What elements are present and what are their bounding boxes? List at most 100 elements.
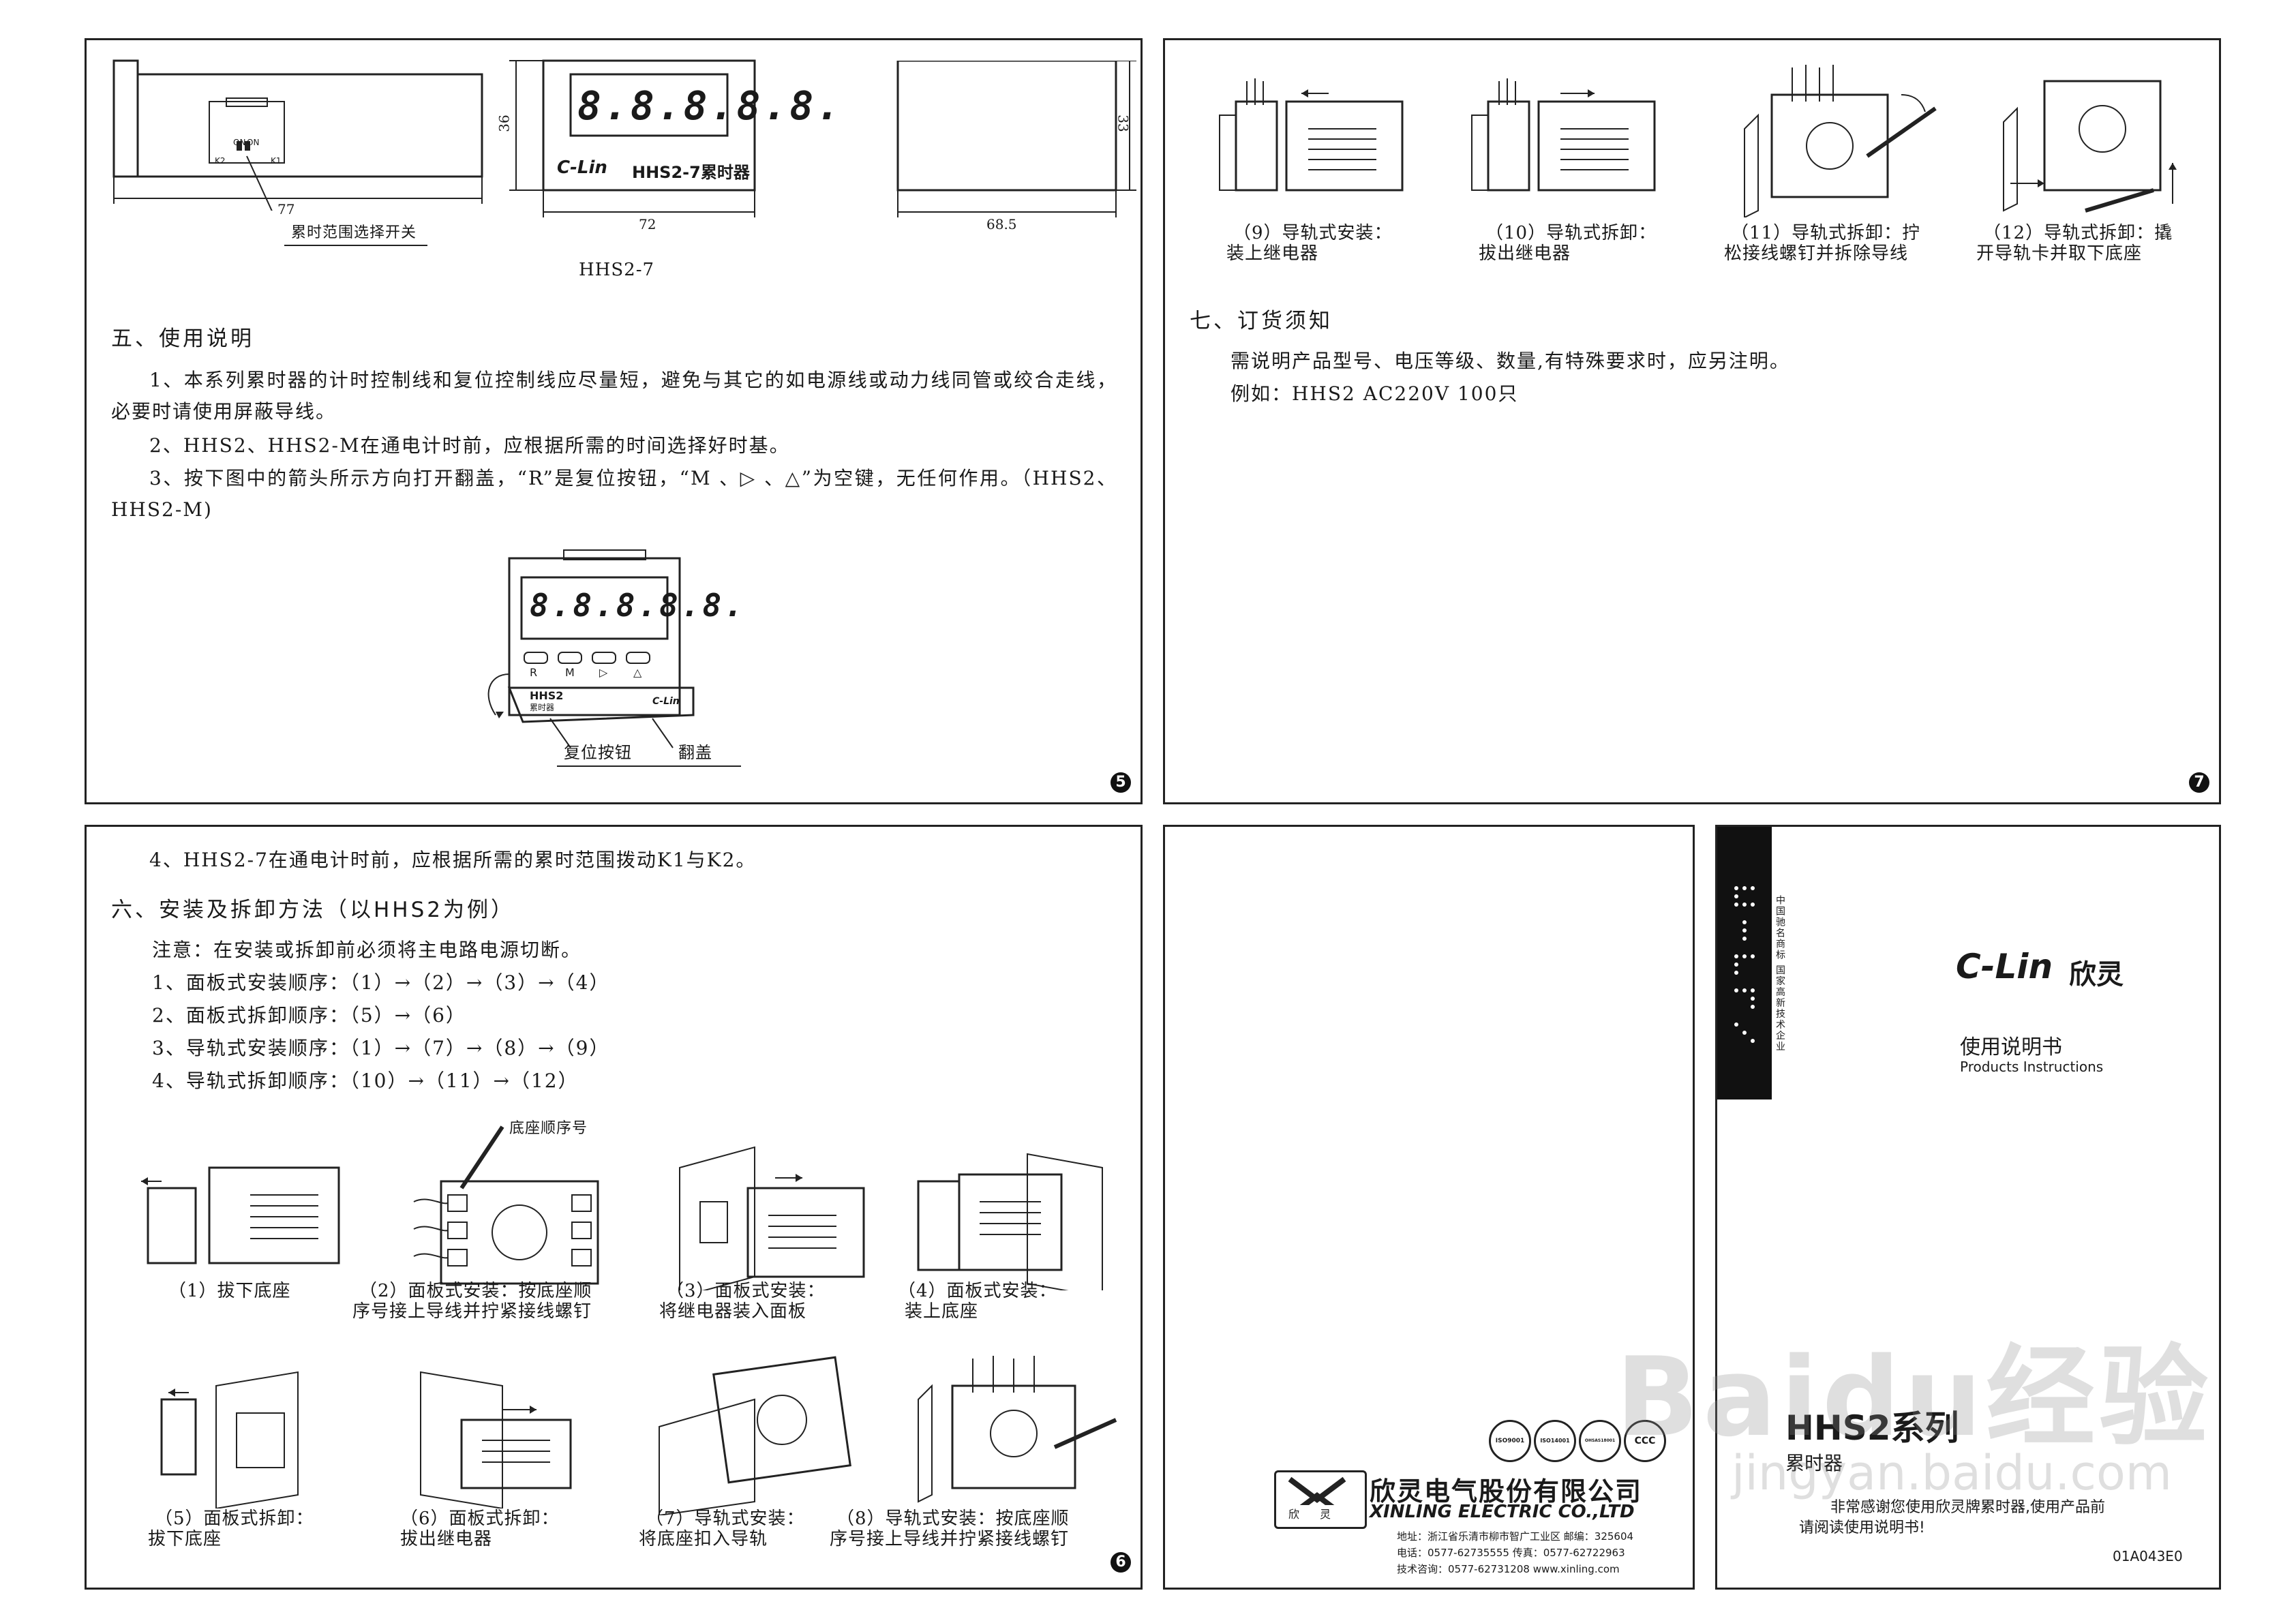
figure-2-caption-1: （2）面板式安装：按底座顺: [359, 1281, 592, 1301]
safety-note: 注意：在安装或拆卸前必须将主电路电源切断。: [152, 939, 582, 961]
device-button-right[interactable]: ▷: [599, 666, 608, 679]
figure-5-caption-1: （5）面板式拆卸：: [155, 1508, 314, 1529]
cover-black-band: [1717, 827, 1772, 1099]
figure-3-caption-2: 将继电器装入面板: [659, 1301, 807, 1322]
front-display: 8.8.8.8.8.: [577, 82, 843, 129]
watermark-url: jingyan.baidu.com: [1732, 1445, 2172, 1501]
drawing-caption: HHS2-7: [579, 260, 655, 280]
cert-iso9001: ISO9001: [1495, 1438, 1525, 1444]
cover-logo-en: C-Lin: [1956, 947, 2053, 986]
figure-3-caption-1: （3）面板式安装：: [666, 1281, 826, 1301]
front-model-label: HHS2-7累时器: [632, 163, 750, 182]
dim-33: 33: [1115, 115, 1132, 132]
figure-10-caption-1: （10）导轨式拆卸：: [1485, 223, 1657, 243]
switch-callout: 累时范围选择开关: [291, 224, 417, 241]
figure-8-caption-1: （8）导轨式安装：按底座顺: [836, 1508, 1070, 1529]
company-logo: 欣灵: [1274, 1470, 1367, 1529]
device-name: HHS2: [530, 689, 564, 702]
step-1: 1、面板式安装顺序：（1）→（2）→（3）→（4）: [152, 971, 610, 994]
step-3: 3、导轨式安装顺序：（1）→（7）→（8）→（9）: [152, 1037, 610, 1059]
figure-11: [1731, 54, 1949, 219]
rear-view-drawing: 33 68.5: [891, 59, 1141, 238]
figure-7: [646, 1345, 877, 1517]
figure-1-caption-1: （1）拔下底座: [168, 1281, 291, 1301]
section-7-paragraph-1: 需说明产品型号、电压等级、数量,有特殊要求时，应另注明。: [1230, 350, 1790, 372]
cert-iso14001: ISO14001: [1540, 1438, 1570, 1444]
section-7-paragraph-2: 例如：HHS2 AC220V 100只: [1230, 382, 1519, 405]
switch-k2: K2: [215, 156, 226, 166]
figure-3: [666, 1140, 884, 1299]
device-logo: C-Lin: [652, 696, 680, 707]
device-button-r[interactable]: R: [530, 666, 538, 679]
cert-ccc: CCC: [1634, 1436, 1656, 1446]
figure-5-caption-2: 拔下底座: [148, 1529, 222, 1549]
reset-label-underline: [557, 765, 741, 767]
step-4: 4、导轨式拆卸顺序：（10）→（11）→（12）: [152, 1070, 579, 1092]
figure-8-caption-2: 序号接上导线并拧紧接线螺钉: [830, 1529, 1070, 1549]
figure-9-caption-1: （9）导轨式安装：: [1233, 223, 1393, 243]
device-button-up[interactable]: △: [633, 666, 642, 679]
figure-8: [898, 1345, 1130, 1515]
base-sequence-label: 底座顺序号: [509, 1120, 588, 1137]
front-view-drawing: 8.8.8.8.8. C-Lin HHS2-7累时器 36 72: [496, 54, 840, 258]
cover-thanks: 非常感谢您使用欣灵牌累时器,使用产品前: [1830, 1499, 2105, 1516]
device-display: 8.8.8.8.8.: [530, 587, 746, 624]
company-name-cn: 欣灵电气股份有限公司: [1370, 1476, 1643, 1506]
dim-77: 77: [277, 201, 295, 217]
switch-on-1: ON: [233, 138, 246, 147]
label-flip-cover: 翻盖: [678, 743, 712, 762]
section-5-paragraph-2: 2、HHS2、HHS2-M在通电计时前，应根据所需的时间选择好时基。: [149, 434, 790, 457]
cover-manual-en: Products Instructions: [1960, 1059, 2104, 1075]
switch-on-2: ON: [247, 138, 260, 147]
figure-2-caption-2: 序号接上导线并拧紧接线螺钉: [352, 1301, 592, 1322]
switch-k1: K1: [271, 156, 282, 166]
section-6-title: 六、安装及拆卸方法（以HHS2为例）: [111, 898, 515, 922]
section-5-paragraph-3: 3、按下图中的箭头所示方向打开翻盖，“R”是复位按钮，“M 、▷ 、△”为空键，…: [111, 467, 1117, 521]
figure-10: [1458, 54, 1676, 217]
label-reset-button: 复位按钮: [564, 743, 632, 762]
device-illustration: 8.8.8.8.8. R M ▷ △ HHS2 累时器 C-Lin: [468, 545, 755, 749]
figure-10-caption-2: 拔出继电器: [1479, 243, 1571, 264]
figure-4-caption-1: （4）面板式安装：: [898, 1281, 1057, 1301]
figure-6-caption-1: （6）面板式拆卸：: [400, 1508, 560, 1529]
page-5: ON ON K2 K1 77 累时范围选择开关 8.8.8.8.8. C-Lin…: [85, 38, 1143, 804]
dim-36: 36: [496, 115, 513, 132]
cover-doc-code: 01A043E0: [2113, 1548, 2183, 1564]
dim-72: 72: [639, 216, 656, 232]
cert-ohsas: OHSAS18001: [1584, 1438, 1616, 1443]
cert-ohsas-badge: OHSAS18001: [1579, 1420, 1621, 1462]
figure-6-caption-2: 拔出继电器: [400, 1529, 493, 1549]
section-5-paragraph-1: 1、本系列累时器的计时控制线和复位控制线应尽量短，避免与其它的如电源线或动力线同…: [111, 369, 1117, 423]
figure-12-caption-1: （12）导轨式拆卸：撬: [1983, 223, 2173, 243]
page-number-5: 5: [1111, 772, 1131, 793]
page-number-7: 7: [2189, 772, 2209, 793]
figure-4-caption-2: 装上底座: [905, 1301, 979, 1322]
figure-11-caption-1: （11）导轨式拆卸：拧: [1731, 223, 1921, 243]
dot-logo-icon: [1734, 886, 1755, 1043]
company-logo-text: 欣灵: [1288, 1505, 1352, 1521]
front-cover: 中国驰名商标 国家高新技术企业 C-Lin 欣灵 使用说明书 Products …: [1715, 825, 2221, 1590]
device-button-m[interactable]: M: [565, 666, 575, 679]
watermark-brand: Baidu经验: [1616, 1333, 2213, 1461]
figure-2: [400, 1113, 659, 1290]
step-2: 2、面板式拆卸顺序：（5）→（6）: [152, 1004, 466, 1027]
figure-6: [407, 1359, 611, 1510]
figure-5: [148, 1359, 325, 1510]
cover-series: HHS2系列: [1785, 1408, 1959, 1448]
cover-logo-cn: 欣灵: [2069, 959, 2124, 990]
cover-product: 累时器: [1785, 1452, 1843, 1474]
callout-underline: [284, 245, 427, 246]
page-6-line-4: 4、HHS2-7在通电计时前，应根据所需的累时范围拨动K1与K2。: [149, 849, 757, 871]
figure-9-caption-2: 装上继电器: [1226, 243, 1319, 264]
figure-12: [1983, 54, 2201, 217]
cert-ccc-badge: CCC: [1624, 1420, 1666, 1462]
figure-4: [905, 1140, 1123, 1299]
side-view-drawing: ON ON K2 K1 77: [107, 40, 489, 239]
device-sub: 累时器: [530, 703, 555, 712]
figure-11-caption-2: 松接线螺钉并拆除导线: [1724, 243, 1909, 264]
page-7: （9）导轨式安装： 装上继电器 （10）导轨式拆卸： 拔出继电器 （11）导轨式…: [1163, 38, 2221, 804]
page-number-6: 6: [1111, 1552, 1131, 1573]
figure-1: [134, 1140, 352, 1290]
section-5-title: 五、使用说明: [111, 327, 254, 351]
cert-iso9001-badge: ISO9001: [1489, 1420, 1531, 1462]
